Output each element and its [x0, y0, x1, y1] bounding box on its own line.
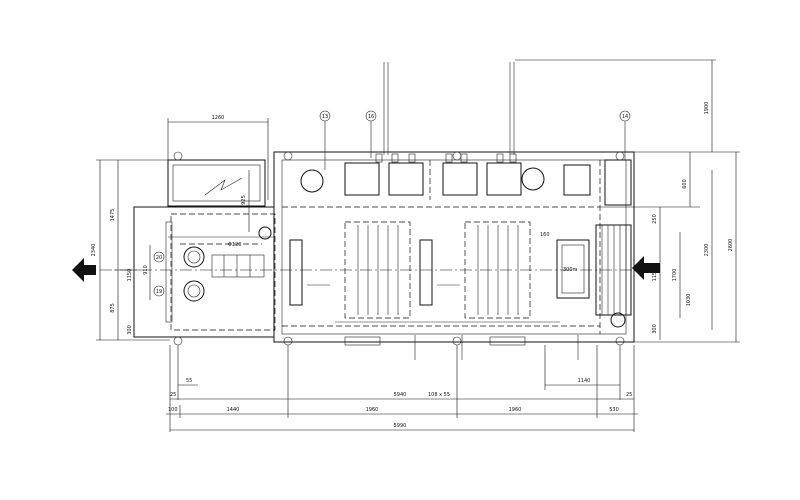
container-outline [273, 151, 635, 343]
tank-row [300, 62, 632, 206]
svg-text:13: 13 [322, 114, 328, 120]
svg-text:108 x 55: 108 x 55 [428, 392, 450, 398]
dim-1260: 1260 [167, 115, 269, 200]
svg-text:20: 20 [156, 255, 162, 261]
dim-bottom: 55 1140 25 5940 108 x 55 25 100 1440 196… [166, 345, 638, 432]
svg-text:1150: 1150 [127, 269, 133, 282]
svg-text:875: 875 [110, 303, 116, 313]
callout-13: 13 [319, 110, 331, 170]
arrow-left-icon [72, 258, 96, 282]
svg-text:25: 25 [170, 392, 176, 398]
dim-925: 925 [241, 170, 250, 232]
svg-text:1900: 1900 [704, 102, 710, 115]
dim-left: 2340 1475 875 1150 300 910 [91, 159, 170, 341]
svg-text:250: 250 [652, 214, 658, 224]
svg-text:14: 14 [622, 114, 628, 120]
svg-text:300: 300 [652, 324, 658, 334]
svg-text:5990: 5990 [394, 423, 407, 429]
svg-text:55: 55 [186, 378, 192, 384]
svg-text:1960: 1960 [509, 407, 522, 413]
label-300m: 300m [563, 267, 578, 273]
svg-text:1150: 1150 [652, 269, 658, 282]
label-phi120: Φ120 [228, 242, 241, 248]
svg-text:1960: 1960 [366, 407, 379, 413]
callout-20: 20 [153, 251, 165, 263]
svg-text:19: 19 [156, 289, 162, 295]
callout-16: 16 [365, 110, 377, 158]
svg-text:1440: 1440 [227, 407, 240, 413]
svg-text:300: 300 [127, 325, 133, 335]
svg-text:25: 25 [626, 392, 632, 398]
svg-text:1475: 1475 [110, 209, 116, 222]
callout-14: 14 [619, 110, 631, 160]
svg-text:530: 530 [609, 407, 619, 413]
svg-text:910: 910 [143, 265, 149, 275]
dim-right: 1900 600 250 1150 300 1700 1030 2300 260… [515, 59, 740, 343]
svg-text:2300: 2300 [704, 244, 710, 257]
svg-text:1030: 1030 [686, 294, 692, 307]
svg-text:2600: 2600 [728, 239, 734, 252]
arrow-left-icon [632, 256, 660, 280]
svg-text:925: 925 [241, 195, 247, 205]
svg-text:600: 600 [682, 179, 688, 189]
svg-text:1140: 1140 [578, 378, 591, 384]
svg-text:16: 16 [368, 114, 374, 120]
svg-text:1700: 1700 [672, 269, 678, 282]
left-annex [133, 159, 276, 338]
svg-text:5940: 5940 [394, 392, 407, 398]
svg-text:2340: 2340 [91, 244, 97, 257]
label-160: 160 [540, 232, 550, 238]
svg-text:1260: 1260 [212, 115, 225, 121]
svg-text:100: 100 [168, 407, 178, 413]
callout-19: 19 [153, 285, 165, 297]
